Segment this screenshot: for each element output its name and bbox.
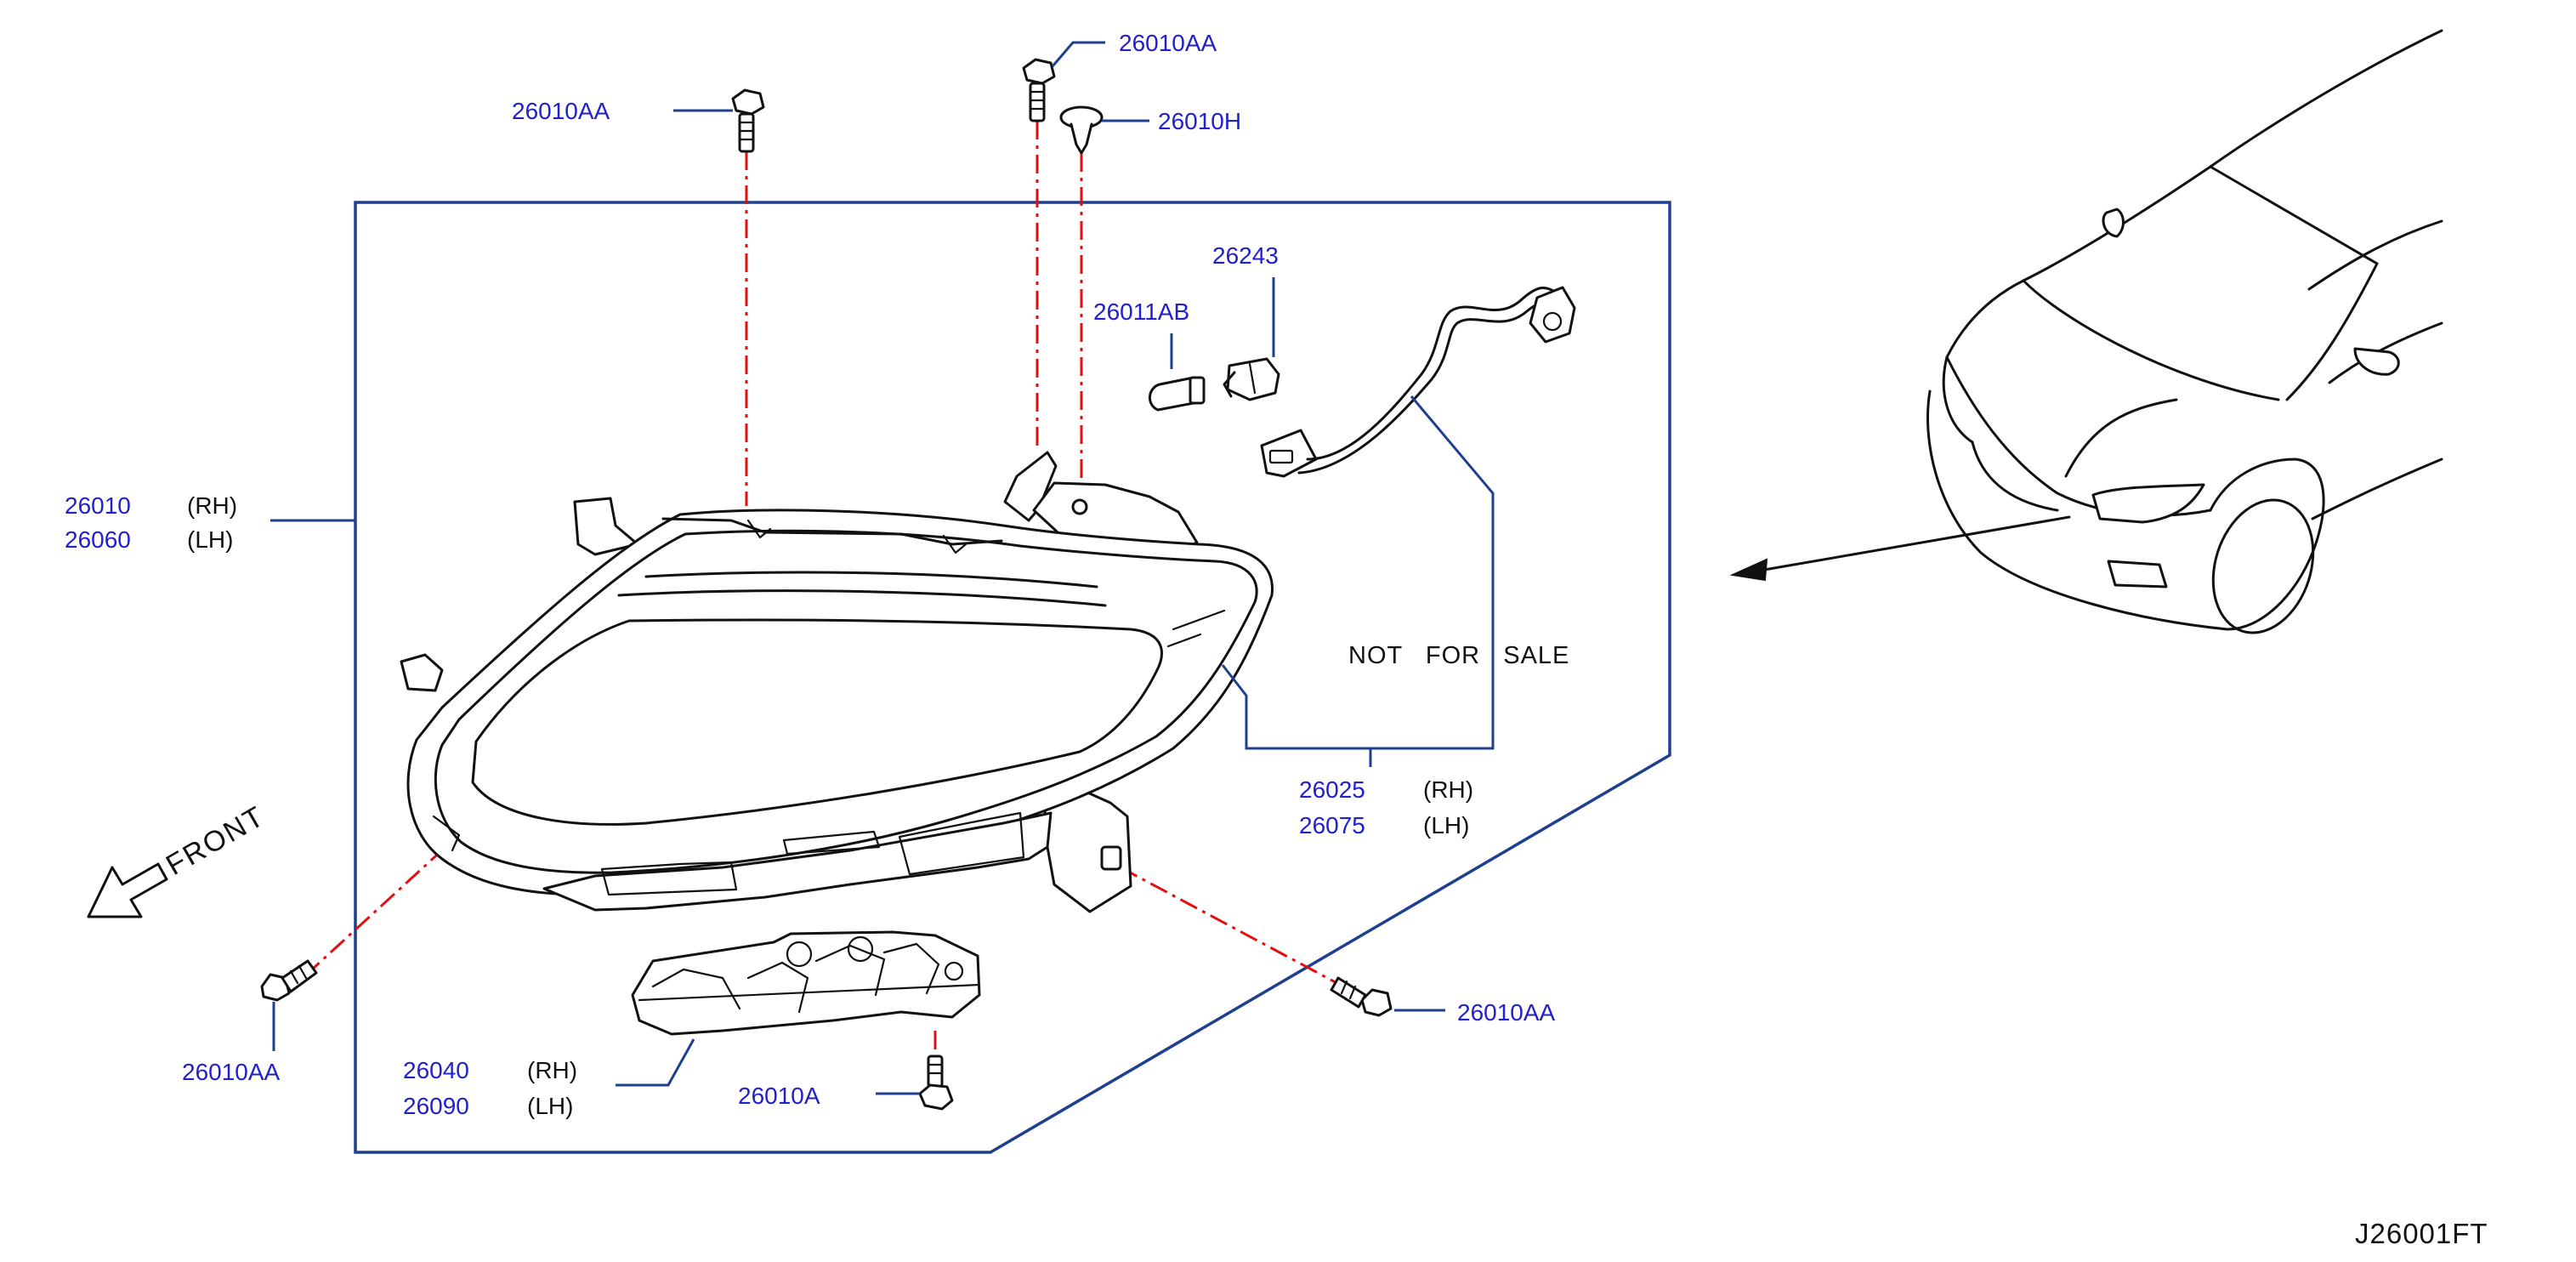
part-number-harness-lh: 26075	[1299, 812, 1365, 838]
bolt-bottom	[918, 1055, 954, 1111]
bolt-top-left	[731, 88, 765, 153]
bolt-right	[1330, 976, 1393, 1017]
bulb	[1149, 376, 1206, 412]
not-for-sale-note: NOT FOR SALE	[1348, 642, 1569, 669]
assembly-frame	[354, 201, 1671, 1154]
leader-lines	[270, 41, 1495, 1095]
side-harness-rh: (RH)	[1423, 776, 1473, 803]
bolt-top-mid	[1022, 58, 1056, 122]
bolt-left	[260, 959, 318, 1002]
side-headlamp-rh: (RH)	[187, 492, 237, 519]
side-bracket-lh: (LH)	[527, 1093, 573, 1119]
part-number-bulb: 26011AB	[1093, 298, 1189, 325]
part-number-harness-rh: 26025	[1299, 776, 1365, 803]
part-number-bracket-lh: 26090	[403, 1093, 469, 1119]
front-arrow	[87, 862, 168, 918]
side-bracket-rh: (RH)	[527, 1057, 577, 1083]
part-number-socket: 26243	[1212, 242, 1279, 269]
vehicle-location-view	[1926, 29, 2443, 634]
part-number-bolt-right: 26010AA	[1457, 999, 1556, 1026]
bracket	[631, 930, 981, 1036]
part-number-bolt-top-left: 26010AA	[512, 98, 610, 124]
part-number-clip-top: 26010H	[1158, 108, 1241, 134]
socket	[1223, 357, 1280, 401]
headlamp-assembly	[400, 451, 1274, 913]
clip-top	[1059, 105, 1104, 155]
side-headlamp-lh: (LH)	[187, 526, 233, 553]
part-number-bracket-rh: 26040	[403, 1057, 469, 1083]
part-number-headlamp-lh: 26060	[65, 526, 131, 553]
part-number-bolt-bottom: 26010A	[738, 1083, 820, 1109]
side-harness-lh: (LH)	[1423, 812, 1469, 838]
front-label: FRONT	[161, 799, 270, 881]
location-arrow	[1729, 515, 2071, 582]
harness	[1260, 286, 1576, 478]
part-number-bolt-top-mid: 26010AA	[1119, 30, 1217, 56]
diagram-reference-code: J26001FT	[2355, 1218, 2488, 1249]
part-number-bolt-left: 26010AA	[182, 1059, 281, 1085]
part-number-headlamp-rh: 26010	[65, 492, 131, 519]
